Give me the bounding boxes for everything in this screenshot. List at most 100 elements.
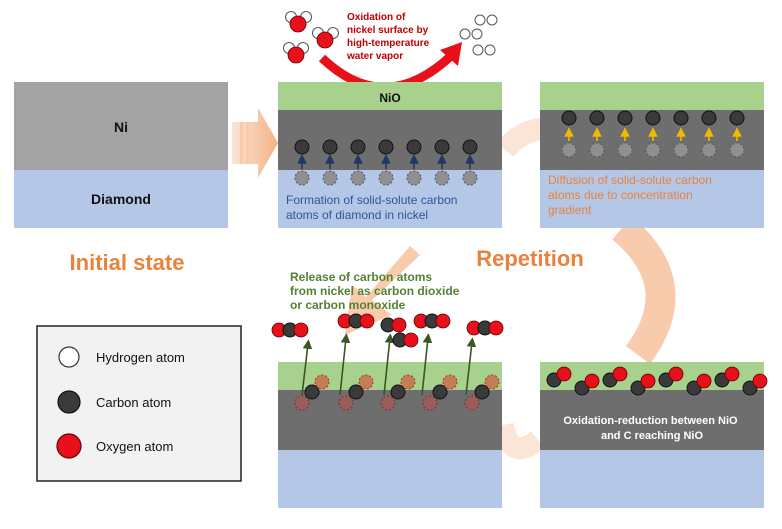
formation-atoms <box>294 139 478 186</box>
ghost-carbon-atom <box>406 170 422 186</box>
ghost-oxygen-atom <box>400 374 416 390</box>
carbon-atom <box>390 384 406 400</box>
cycle-arrow-right <box>612 216 676 364</box>
carbon-atom <box>673 110 689 126</box>
release-arrow <box>339 333 351 396</box>
transition-arrow <box>232 108 278 178</box>
ghost-carbon-atom <box>378 170 394 186</box>
oxygen-atom <box>403 332 419 348</box>
release-caption: Release of carbon atoms from nickel as c… <box>290 270 463 312</box>
water-molecule <box>312 27 339 49</box>
oxygen-atom <box>612 366 628 382</box>
release-arrow <box>465 337 477 396</box>
carbon-atom-icon <box>57 390 81 414</box>
oxygen-atom <box>293 322 309 338</box>
carbon-atom <box>729 110 745 126</box>
ghost-oxygen-atom <box>442 374 458 390</box>
oxygen-atom <box>752 373 768 389</box>
carbon-atom <box>406 139 422 155</box>
oxygen-atom <box>696 373 712 389</box>
initial-state-label: Initial state <box>70 250 185 275</box>
oxygen-atom <box>640 373 656 389</box>
cycle-arrow-left <box>345 246 420 335</box>
carbon-atom <box>589 110 605 126</box>
release-arrow <box>383 333 395 396</box>
water-molecules <box>283 11 339 64</box>
redox-caption: Oxidation-reduction between NiO and C re… <box>563 415 740 442</box>
repetition-label: Repetition <box>476 246 584 271</box>
panel-release <box>271 313 504 508</box>
diamond-layer <box>540 450 764 508</box>
oxygen-atom-icon <box>56 433 82 459</box>
diamond-label: Diamond <box>91 191 151 207</box>
ghost-carbon-atom <box>645 142 661 158</box>
carbon-atom <box>350 139 366 155</box>
nickel-layer <box>540 390 764 450</box>
water-molecule <box>285 11 312 33</box>
release-arrow <box>301 339 313 396</box>
ghost-carbon-atom <box>462 170 478 186</box>
ghost-carbon-atom <box>350 170 366 186</box>
carbon-atom <box>304 384 320 400</box>
hydrogen-atom-icon <box>58 346 80 368</box>
oxygen-atom <box>359 313 375 329</box>
diamond-layer <box>540 170 764 228</box>
carbon-atom <box>348 384 364 400</box>
hydrogen-molecules <box>459 14 498 56</box>
oxygen-atom <box>435 313 451 329</box>
carbon-atom <box>474 384 490 400</box>
hydrogen-molecule <box>459 28 483 40</box>
carbon-atom <box>561 110 577 126</box>
hydrogen-molecule <box>474 14 498 26</box>
nio-layer <box>278 82 502 110</box>
release-atoms <box>271 313 504 411</box>
ghost-carbon-atom <box>322 170 338 186</box>
diamond-layer <box>278 450 502 508</box>
legend-item-hydrogen: Hydrogen atom <box>58 346 185 368</box>
ghost-oxygen-atom <box>422 395 438 411</box>
ghost-oxygen-atom <box>380 395 396 411</box>
oxidation-arrowhead <box>440 42 462 66</box>
ghost-carbon-atom <box>729 142 745 158</box>
ghost-oxygen-atom <box>314 374 330 390</box>
redox-atoms <box>546 366 768 396</box>
ghost-oxygen-atom <box>338 395 354 411</box>
ni-layer <box>14 82 228 170</box>
legend-item-oxygen: Oxygen atom <box>56 433 173 459</box>
diffusion-atoms <box>561 110 745 158</box>
formation-caption: Formation of solid-solute carbon atoms o… <box>286 193 461 222</box>
legend-label: Hydrogen atom <box>96 350 185 365</box>
oxygen-atom <box>391 317 407 333</box>
legend: Hydrogen atom Carbon atom Oxygen atom <box>36 325 242 482</box>
ghost-oxygen-atom <box>484 374 500 390</box>
carbon-atom <box>645 110 661 126</box>
carbon-atom <box>378 139 394 155</box>
ni-label: Ni <box>114 119 128 135</box>
carbon-atom <box>462 139 478 155</box>
legend-label: Carbon atom <box>96 395 171 410</box>
ghost-carbon-atom <box>701 142 717 158</box>
panel-formation: NiO Formation of solid-solute carbon ato… <box>278 82 502 228</box>
oxygen-atom <box>724 366 740 382</box>
ghost-oxygen-atom <box>358 374 374 390</box>
oxidation-caption: Oxidation of nickel surface by high-temp… <box>346 12 432 62</box>
panel-initial: Ni Diamond Initial state <box>14 82 228 275</box>
ghost-oxygen-atom <box>294 395 310 411</box>
carbon-atom <box>617 110 633 126</box>
release-arrow <box>421 333 433 396</box>
diffusion-caption: Diffusion of solid-solute carbon atoms d… <box>548 173 715 217</box>
ghost-carbon-atom <box>294 170 310 186</box>
cycle-arrow-bottom <box>492 422 545 460</box>
carbon-atom <box>701 110 717 126</box>
hydrogen-molecule <box>472 44 496 56</box>
ghost-carbon-atom <box>673 142 689 158</box>
transition-arrow-stripes <box>240 122 249 164</box>
water-molecule <box>283 42 309 64</box>
nio-label: NiO <box>379 91 400 105</box>
carbon-atom <box>294 139 310 155</box>
carbon-atom <box>434 139 450 155</box>
ghost-carbon-atom <box>589 142 605 158</box>
nio-layer <box>540 82 764 110</box>
